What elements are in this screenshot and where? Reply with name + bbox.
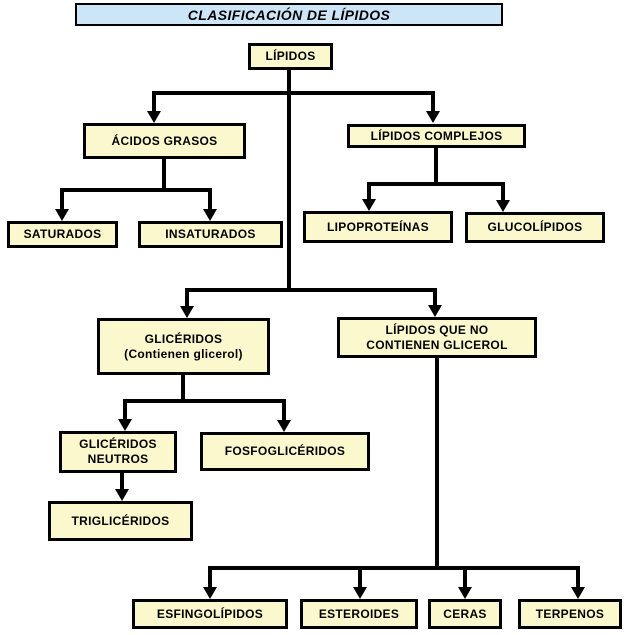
edge-acidos-branch (60, 188, 212, 192)
edge-to-saturados (60, 188, 64, 209)
node-gliceridos-neutros-line2: NEUTROS (87, 452, 149, 466)
edge-gliceridos-branch (123, 399, 286, 403)
arrowhead-ceras-icon (458, 587, 472, 599)
edge-to-acidos-grasos (152, 91, 156, 111)
edge-to-esfingolipidos (208, 566, 212, 587)
edge-complejos-stem (434, 146, 438, 185)
edge-to-glucolipidos (501, 182, 505, 200)
node-lipidos: LÍPIDOS (248, 43, 333, 70)
edge-to-insaturados (208, 188, 212, 209)
arrowhead-lipidos-no-glicerol-icon (428, 305, 442, 317)
edge-to-gliceridos (185, 288, 189, 306)
edge-to-esteroides (358, 566, 362, 587)
arrowhead-lipoproteinas-icon (362, 199, 376, 211)
node-lipidos-no-glicerol-line1: LÍPIDOS QUE NO (385, 322, 489, 337)
arrowhead-gliceridos-neutros-icon (118, 419, 132, 431)
node-esfingolipidos: ESFINGOLÍPIDOS (132, 599, 288, 629)
edge-complejos-branch (367, 182, 505, 186)
node-terpenos: TERPENOS (518, 599, 622, 629)
edge-gliceridos-stem (181, 374, 185, 402)
edge-bottom-branch (208, 566, 580, 570)
diagram-title: CLASIFICACIÓN DE LÍPIDOS (75, 3, 503, 26)
edge-level2-branch (152, 91, 435, 95)
edge-no-glicerol-stem (435, 357, 439, 570)
node-acidos-grasos: ÁCIDOS GRASOS (83, 123, 246, 159)
node-lipoproteinas: LIPOPROTEÍNAS (303, 211, 453, 243)
arrowhead-fosfogliceridos-icon (277, 420, 291, 432)
edge-lipidos-trunk (287, 69, 291, 291)
arrowhead-insaturados-icon (203, 209, 217, 221)
arrowhead-lipidos-complejos-icon (426, 111, 440, 123)
edge-to-gliceridos-neutros (123, 399, 127, 419)
node-fosfogliceridos: FOSFOGLICÉRIDOS (200, 432, 370, 471)
edge-to-trigliceridos (120, 472, 124, 489)
node-saturados: SATURADOS (7, 221, 118, 248)
edge-level3-branch (185, 288, 437, 292)
node-glucolipidos: GLUCOLÍPIDOS (465, 212, 605, 243)
node-gliceridos-neutros-line1: GLICÉRIDOS (79, 437, 157, 452)
arrowhead-acidos-grasos-icon (147, 111, 161, 123)
arrowhead-esteroides-icon (353, 587, 367, 599)
edge-to-fosfogliceridos (282, 399, 286, 420)
arrowhead-trigliceridos-icon (115, 489, 129, 501)
node-ceras: CERAS (428, 599, 502, 629)
node-gliceridos-neutros: GLICÉRIDOS NEUTROS (59, 431, 177, 473)
arrowhead-terpenos-icon (571, 587, 585, 599)
edge-to-lipidos-complejos (431, 91, 435, 111)
edge-to-lipoproteinas (367, 182, 371, 199)
edge-to-terpenos (576, 566, 580, 587)
node-lipidos-no-glicerol-line2: CONTIENEN GLICEROL (366, 337, 508, 352)
edge-to-lipidos-no-glicerol (433, 288, 437, 305)
node-gliceridos: GLICÉRIDOS (Contienen glicerol) (97, 318, 270, 375)
node-gliceridos-label: GLICÉRIDOS (144, 331, 223, 346)
node-lipidos-complejos: LÍPIDOS COMPLEJOS (347, 124, 526, 148)
node-esteroides: ESTEROIDES (300, 599, 418, 629)
edge-to-ceras (463, 566, 467, 587)
arrowhead-glucolipidos-icon (496, 200, 510, 212)
arrowhead-gliceridos-icon (180, 306, 194, 318)
arrowhead-esfingolipidos-icon (203, 587, 217, 599)
node-gliceridos-sublabel: (Contienen glicerol) (124, 346, 243, 361)
node-trigliceridos: TRIGLICÉRIDOS (48, 501, 193, 541)
node-lipidos-no-glicerol: LÍPIDOS QUE NO CONTIENEN GLICEROL (337, 317, 537, 358)
node-insaturados: INSATURADOS (138, 221, 283, 248)
arrowhead-saturados-icon (55, 209, 69, 221)
edge-acidos-stem (162, 158, 166, 191)
